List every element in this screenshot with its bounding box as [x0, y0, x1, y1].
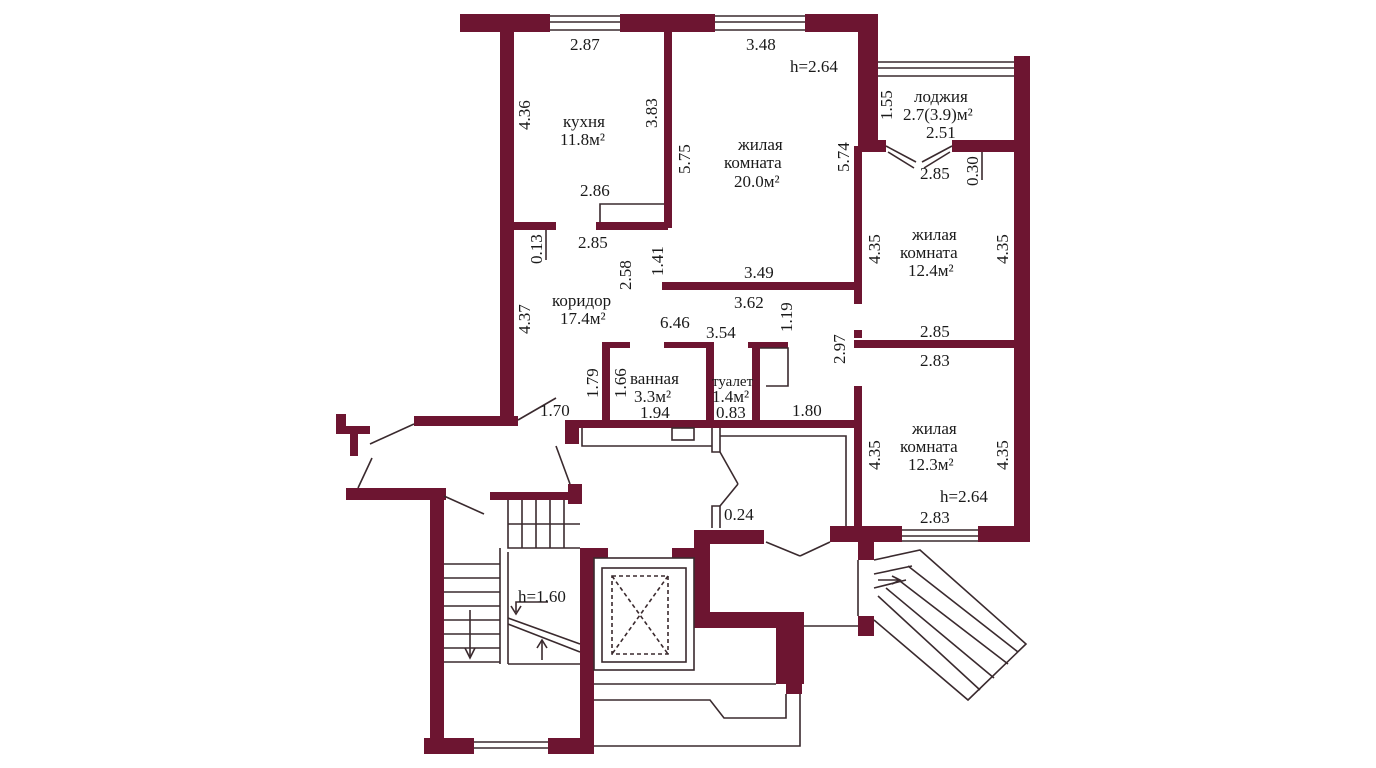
dim-label: 2.85	[920, 164, 950, 183]
height-bottom: h=2.64	[940, 487, 988, 506]
dim-label: 1.94	[640, 403, 670, 422]
living2-name-line2: комната	[900, 243, 958, 262]
dim-label: 4.37	[515, 304, 534, 334]
kitchen-area: 11.8м²	[560, 130, 605, 149]
dim-label: 3.62	[734, 293, 764, 312]
dim-label: 3.49	[744, 263, 774, 282]
fixtures	[357, 15, 1028, 749]
toilet-name: туалет	[712, 374, 754, 390]
dim-label: 2.83	[920, 351, 950, 370]
living1-area: 20.0м²	[734, 172, 780, 191]
bath-name: ванная	[630, 369, 679, 388]
living3-name-line1: жилая	[911, 419, 957, 438]
bath-area: 3.3м²	[634, 387, 671, 406]
dim-label: 0.24	[724, 505, 754, 524]
living3-name-line2: комната	[900, 437, 958, 456]
dim-label: 4.35	[865, 234, 884, 264]
walls	[336, 14, 1030, 754]
dim-label: 5.75	[675, 144, 694, 174]
dim-label: 3.83	[642, 98, 661, 128]
living3-area: 12.3м²	[908, 455, 954, 474]
dim-label: 0.30	[963, 156, 982, 186]
dim-label: 2.58	[616, 260, 635, 290]
dim-label: 2.97	[830, 334, 849, 364]
height-top: h=2.64	[790, 57, 838, 76]
kitchen-name: кухня	[563, 112, 605, 131]
dim-label: 2.85	[578, 233, 608, 252]
dim-label: 1.55	[877, 90, 896, 120]
dim-label: 6.46	[660, 313, 690, 332]
dim-label: 2.85	[920, 322, 950, 341]
dim-label: 4.36	[515, 100, 534, 130]
dim-label: 1.79	[583, 368, 602, 398]
room-labels: кухня 11.8м² жилая комната 20.0м² лоджия…	[518, 57, 988, 606]
dim-label: 0.83	[716, 403, 746, 422]
dim-label: 4.35	[865, 440, 884, 470]
living2-area: 12.4м²	[908, 261, 954, 280]
dim-label: 2.87	[570, 35, 600, 54]
living1-name-line2: комната	[724, 153, 782, 172]
dim-label: 1.41	[648, 246, 667, 276]
dim-label: 1.19	[777, 302, 796, 332]
loggia-area: 2.7(3.9)м²	[903, 105, 973, 124]
living1-name-line1: жилая	[737, 135, 783, 154]
dim-label: 2.83	[920, 508, 950, 527]
height-stair: h=1.60	[518, 587, 566, 606]
corridor-name: коридор	[552, 291, 611, 310]
dim-label: 0.13	[527, 234, 546, 264]
dim-label: 2.86	[580, 181, 610, 200]
dim-label: 1.70	[540, 401, 570, 420]
corridor-area: 17.4м²	[560, 309, 606, 328]
dim-label: 2.51	[926, 123, 956, 142]
dim-label: 1.80	[792, 401, 822, 420]
dimension-labels: 2.87 3.48 4.36 3.83 5.75 5.74 1.55 2.51 …	[515, 35, 1012, 527]
dim-label: 5.74	[834, 142, 853, 172]
dim-label: 3.48	[746, 35, 776, 54]
dim-label: 1.66	[611, 368, 630, 398]
dim-label: 3.54	[706, 323, 736, 342]
living2-name-line1: жилая	[911, 225, 957, 244]
loggia-name: лоджия	[914, 87, 968, 106]
toilet-area: 1.4м²	[712, 387, 749, 406]
dim-label: 4.35	[993, 440, 1012, 470]
dim-label: 4.35	[993, 234, 1012, 264]
